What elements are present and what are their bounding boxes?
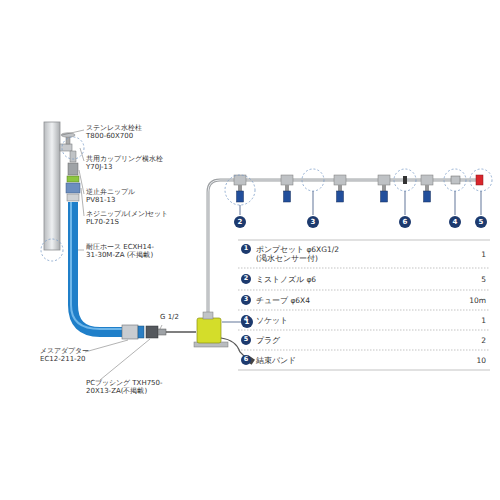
part-label: 共用カップリング横水栓 Y70J-13 xyxy=(86,155,165,172)
part-label: メスアダプター EC12-211-20 xyxy=(40,347,91,364)
parts-table-rules xyxy=(238,240,490,370)
detail-circles xyxy=(41,137,492,261)
mist-nozzles xyxy=(234,175,433,202)
callout-leaders xyxy=(222,191,481,322)
table-item-name: ソケット xyxy=(256,316,288,325)
part-label: 逆止弁ニップル PV81-13 xyxy=(86,188,137,205)
table-quantity: 2 xyxy=(481,336,486,345)
table-number: 5 xyxy=(244,336,249,344)
table-number: 1 xyxy=(244,245,249,253)
table-number: 6 xyxy=(244,356,249,364)
table-item-name: 結束バンド xyxy=(256,356,296,365)
cable-band xyxy=(403,176,407,184)
table-quantity: 10m xyxy=(469,296,486,305)
callout-number: 6 xyxy=(403,218,408,226)
tube xyxy=(208,180,476,320)
callout-number: 3 xyxy=(311,218,316,226)
table-number: 2 xyxy=(244,275,249,283)
pump xyxy=(194,312,255,365)
part-label: 耐圧ホース ECXH14-31-30M-ZA (不掲載) xyxy=(86,243,158,260)
table-quantity: 1 xyxy=(481,250,486,259)
check-valve-nipple xyxy=(68,163,78,175)
callout-number: 5 xyxy=(479,218,484,226)
screw-nipple-set xyxy=(66,176,80,201)
tube-highlight xyxy=(208,180,476,320)
table-number: 4 xyxy=(244,316,249,324)
table-item-name: チューブ φ6X4 xyxy=(256,296,310,305)
callout-number: 2 xyxy=(238,218,243,226)
part-label: ネジニップル(メン)セット PL70-21S xyxy=(86,210,171,227)
part-label: PCブッシング TXH750-20X13-ZA(不掲載) xyxy=(86,379,180,396)
callout-number: 4 xyxy=(453,218,458,226)
part-label: ステンレス水栓柱 T800-60X700 xyxy=(86,124,144,141)
table-number: 3 xyxy=(244,296,249,304)
thread-label: G 1/2 xyxy=(160,313,179,321)
faucet-post xyxy=(44,122,60,250)
callout-circles xyxy=(234,216,487,328)
table-quantity: 10 xyxy=(476,356,486,365)
female-adapter xyxy=(122,325,138,339)
plug xyxy=(476,175,483,185)
socket xyxy=(451,176,460,184)
connection-line xyxy=(166,331,196,333)
table-quantity: 5 xyxy=(481,275,486,284)
table-item-name: ミストノズル φ6 xyxy=(256,275,316,284)
pc-bushing xyxy=(146,326,158,338)
table-number-circles xyxy=(241,244,251,365)
table-item-name: ポンプセット φ6XG1/2 (渇水センサー付) xyxy=(256,245,381,263)
table-quantity: 1 xyxy=(481,316,486,325)
table-item-name: プラグ xyxy=(256,336,280,345)
